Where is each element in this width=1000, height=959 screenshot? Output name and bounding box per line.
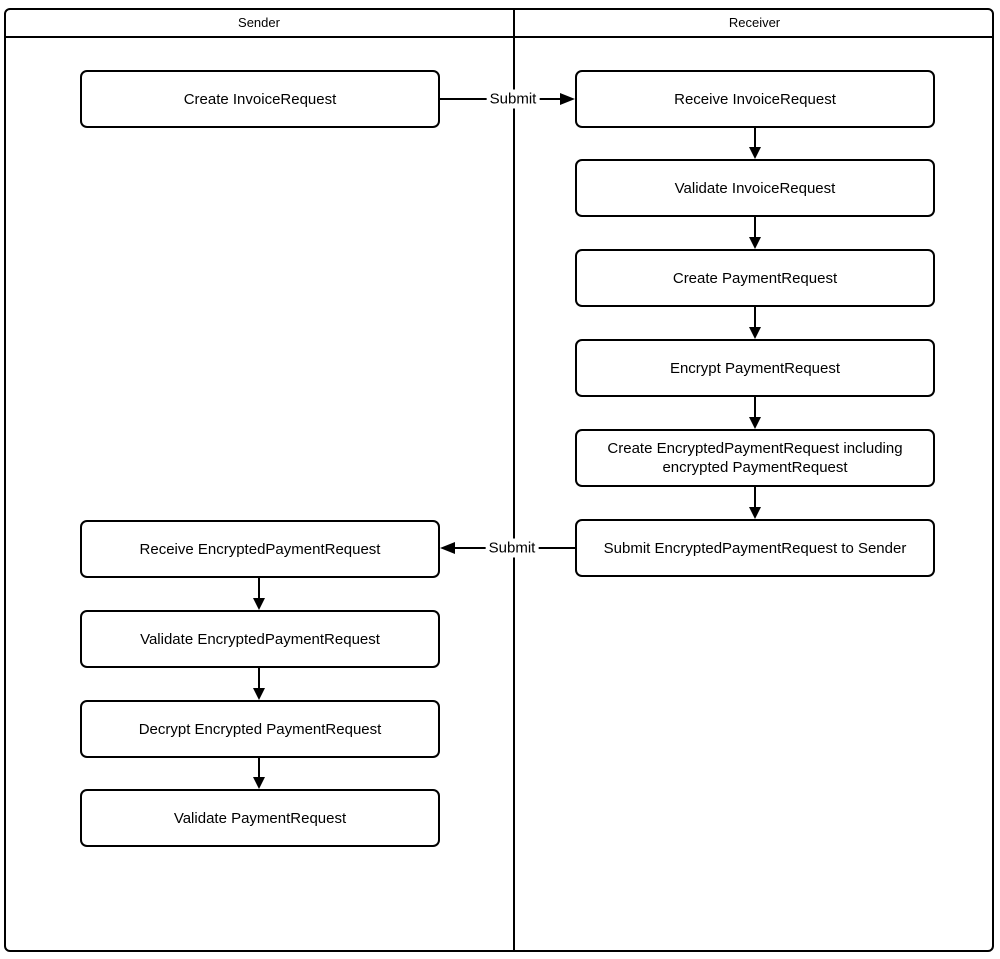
lane-header-receiver: Receiver	[515, 8, 994, 36]
node-create-paymentrequest: Create PaymentRequest	[575, 249, 935, 307]
edge-receiver-3-arrowhead-icon	[749, 327, 761, 339]
edge-sender-1-line	[258, 578, 260, 598]
edge-receiver-2-arrowhead-icon	[749, 237, 761, 249]
edge-receiver-5-arrowhead-icon	[749, 507, 761, 519]
lane-header-divider	[4, 36, 994, 38]
lane-header-sender: Sender	[4, 8, 514, 36]
edge-sender-1-arrowhead-icon	[253, 598, 265, 610]
node-validate-paymentrequest: Validate PaymentRequest	[80, 789, 440, 847]
node-receive-encryptedpaymentrequest: Receive EncryptedPaymentRequest	[80, 520, 440, 578]
edge-receiver-4-line	[754, 397, 756, 417]
edge-sender-2-line	[258, 668, 260, 688]
diagram-frame	[4, 8, 994, 952]
node-validate-invoicerequest: Validate InvoiceRequest	[575, 159, 935, 217]
node-encrypt-paymentrequest: Encrypt PaymentRequest	[575, 339, 935, 397]
lane-header-sender-label: Sender	[238, 14, 280, 30]
edge-submit-to-receiver-arrowhead-icon	[560, 93, 575, 105]
edge-sender-2-arrowhead-icon	[253, 688, 265, 700]
node-create-invoicerequest: Create InvoiceRequest	[80, 70, 440, 128]
edge-label-submit-to-receiver: Submit	[486, 89, 540, 109]
node-submit-encryptedpaymentrequest-to-sender: Submit EncryptedPaymentRequest to Sender	[575, 519, 935, 577]
node-create-encryptedpaymentrequest-including: Create EncryptedPaymentRequest including…	[575, 429, 935, 487]
lane-header-receiver-label: Receiver	[728, 14, 781, 30]
node-validate-encryptedpaymentrequest: Validate EncryptedPaymentRequest	[80, 610, 440, 668]
edge-sender-3-arrowhead-icon	[253, 777, 265, 789]
edge-sender-3-line	[258, 758, 260, 777]
edge-receiver-1-arrowhead-icon	[749, 147, 761, 159]
edge-receiver-4-arrowhead-icon	[749, 417, 761, 429]
node-decrypt-encrypted-paymentrequest: Decrypt Encrypted PaymentRequest	[80, 700, 440, 758]
edge-receiver-5-line	[754, 487, 756, 507]
edge-label-submit-to-sender: Submit	[485, 538, 539, 558]
edge-receiver-1-line	[754, 128, 756, 148]
node-receive-invoicerequest: Receive InvoiceRequest	[575, 70, 935, 128]
edge-submit-to-sender-arrowhead-icon	[440, 542, 455, 554]
edge-receiver-3-line	[754, 307, 756, 327]
edge-receiver-2-line	[754, 217, 756, 237]
lane-divider	[513, 8, 515, 952]
